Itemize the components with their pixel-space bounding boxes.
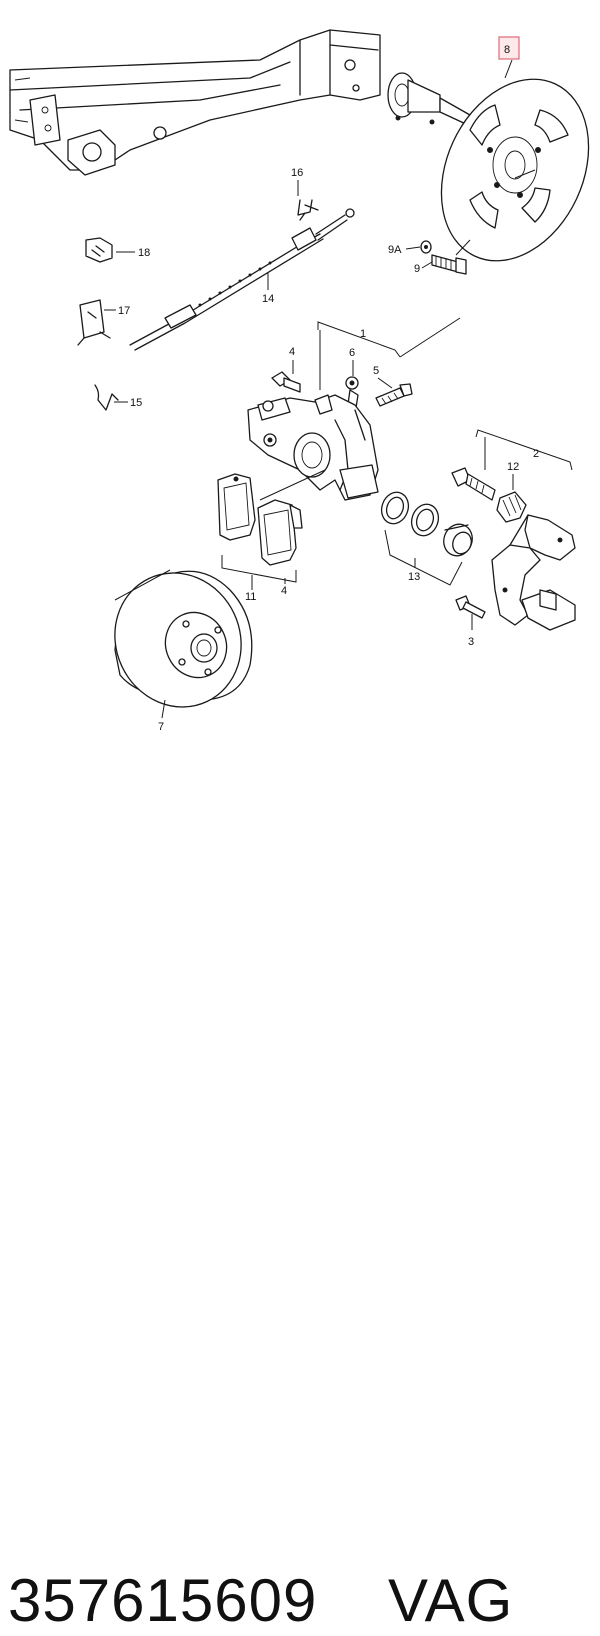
brake-pad-outer [217,473,256,541]
piston [443,523,473,557]
callout-4-lower: 4 [281,585,287,597]
callout-1: 1 [360,328,366,340]
footer: 357615609 VAG [0,780,600,1634]
group-2-bracket [475,429,573,471]
handbrake-cable [129,208,355,351]
callout-3: 3 [468,636,474,648]
spring-clip-15 [94,384,119,411]
bleed-nipple-6 [345,376,359,409]
callout-12: 12 [507,461,519,473]
exploded-parts-diagram: 8 16 18 14 9A [9,29,590,733]
bolt-3 [455,595,486,619]
callout-17: 17 [118,305,130,317]
callout-15: 15 [130,397,142,409]
callout-4-upper: 4 [289,346,295,358]
screw-5 [375,383,413,407]
pads-bracket [221,555,297,583]
callout-16: 16 [291,167,303,179]
callout-9: 9 [414,263,420,275]
callout-6: 6 [349,347,355,359]
callout-2: 2 [533,448,539,460]
callout-14: 14 [262,293,274,305]
highlight-box [498,36,520,60]
callout-5: 5 [373,365,379,377]
callout-18: 18 [138,247,150,259]
caliper-carrier [491,514,576,631]
guide-sleeve-12 [496,491,527,523]
bolt-9 [431,254,467,275]
caliper-bolt-4 [271,371,301,393]
seal-ring-1 [380,491,410,525]
part-number: 357615609 [8,1567,318,1634]
callout-9a: 9A [388,244,402,256]
carrier-bolt [451,467,496,501]
clip-16 [297,199,319,221]
brand-name: VAG [388,1567,514,1634]
brake-caliper [247,394,379,501]
bracket-17 [77,299,111,346]
callout-11: 11 [245,591,256,603]
callout-13: 13 [408,571,420,583]
stub-axle [387,72,471,126]
brake-pad-inner [257,499,303,566]
bracket-18 [85,237,113,263]
rear-axle-beam [9,29,381,176]
washer-9a [420,240,432,254]
brake-disc [114,570,253,708]
callout-7: 7 [158,721,164,733]
brake-backing-plate [440,78,590,262]
group-1-bracket [317,321,401,358]
callout-8: 8 [504,44,510,56]
seal-ring-2 [410,503,440,537]
seals-bracket [384,529,463,586]
